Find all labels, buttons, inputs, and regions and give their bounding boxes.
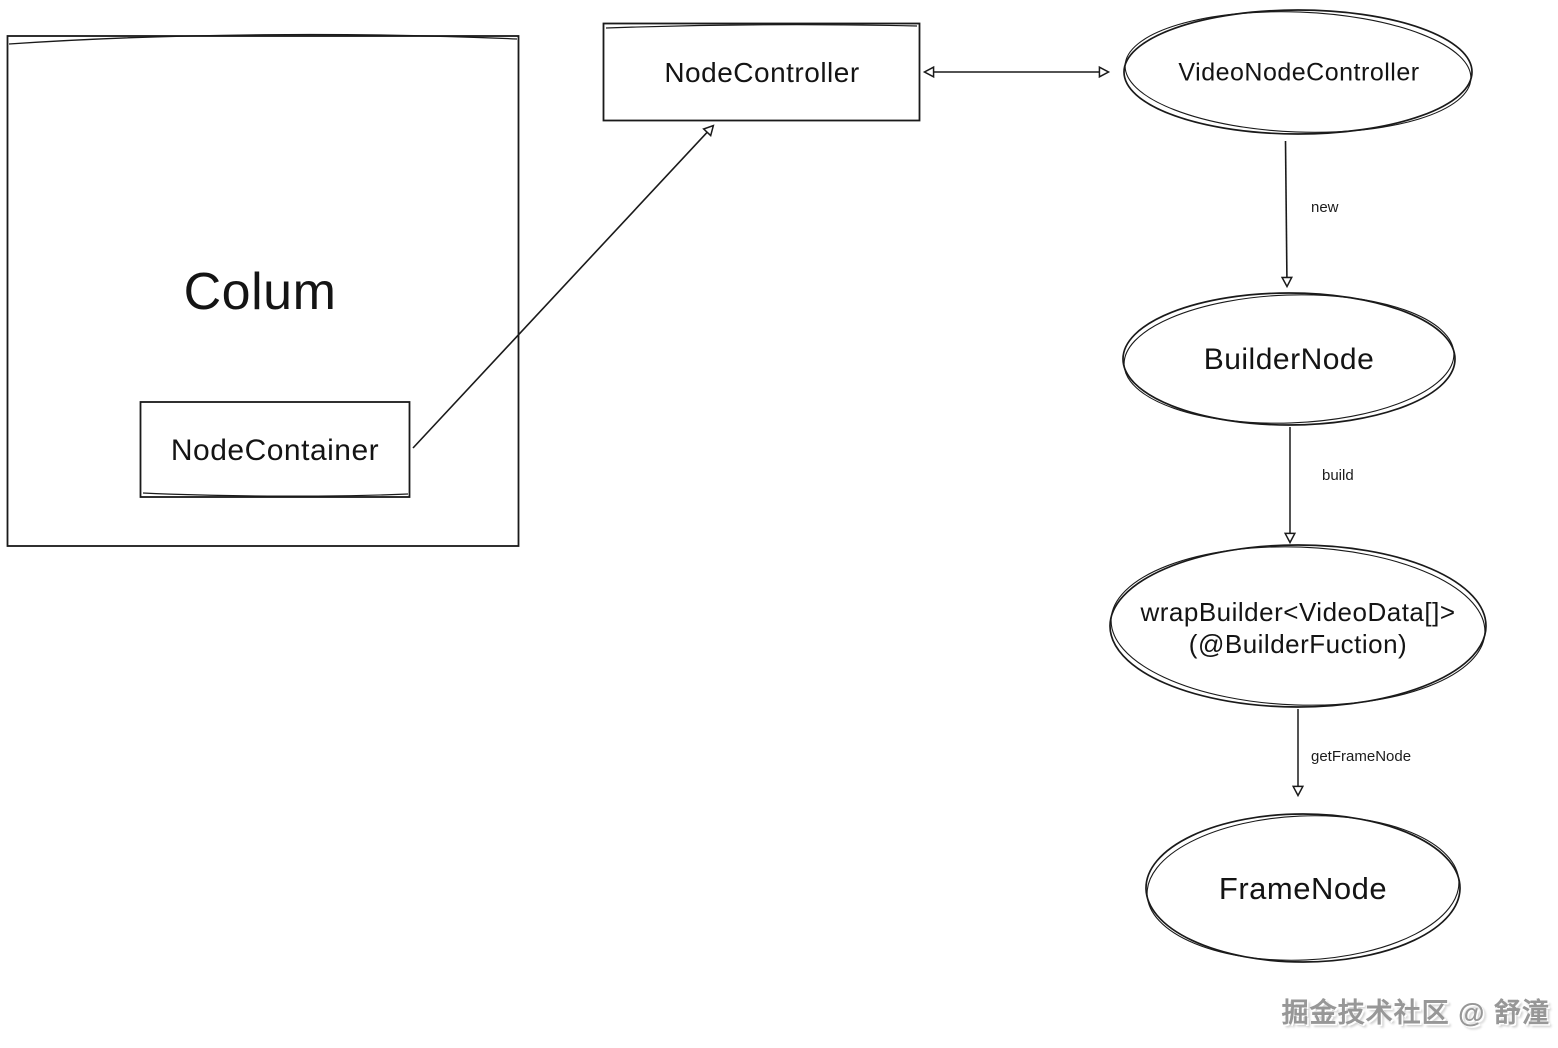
edge-label-build: build bbox=[1322, 467, 1354, 484]
builder-node-label: BuilderNode bbox=[1203, 343, 1375, 376]
frame-node-label: FrameNode bbox=[1218, 871, 1388, 906]
wrap-builder-label-line2: (@BuilderFuction) bbox=[1188, 629, 1408, 659]
column-box bbox=[6, 33, 520, 547]
edge-nodecontainer-to-nodecontroller bbox=[412, 124, 715, 449]
node-container-box bbox=[139, 401, 411, 498]
builder-node-ellipse bbox=[1122, 292, 1456, 426]
edge-new bbox=[1280, 140, 1293, 289]
node-container-label: NodeContainer bbox=[170, 434, 380, 467]
node-controller-box bbox=[602, 22, 921, 122]
column-label: Colum bbox=[183, 263, 337, 321]
video-node-controller-label: VideoNodeController bbox=[1178, 58, 1420, 87]
node-controller-label: NodeController bbox=[664, 57, 860, 88]
frame-node-ellipse bbox=[1145, 813, 1461, 963]
wrap-builder-label: wrapBuilder<VideoData[]> (@BuilderFuctio… bbox=[1140, 596, 1455, 660]
wrap-builder-label-line1: wrapBuilder<VideoData[]> bbox=[1140, 597, 1456, 627]
video-node-controller-ellipse bbox=[1123, 9, 1473, 135]
wrap-builder-ellipse bbox=[1109, 544, 1487, 708]
edge-label-new: new bbox=[1311, 199, 1339, 216]
edge-label-getframenode: getFrameNode bbox=[1311, 748, 1412, 765]
watermark-text: 掘金技术社区 @ 舒潼 bbox=[1281, 998, 1550, 1028]
